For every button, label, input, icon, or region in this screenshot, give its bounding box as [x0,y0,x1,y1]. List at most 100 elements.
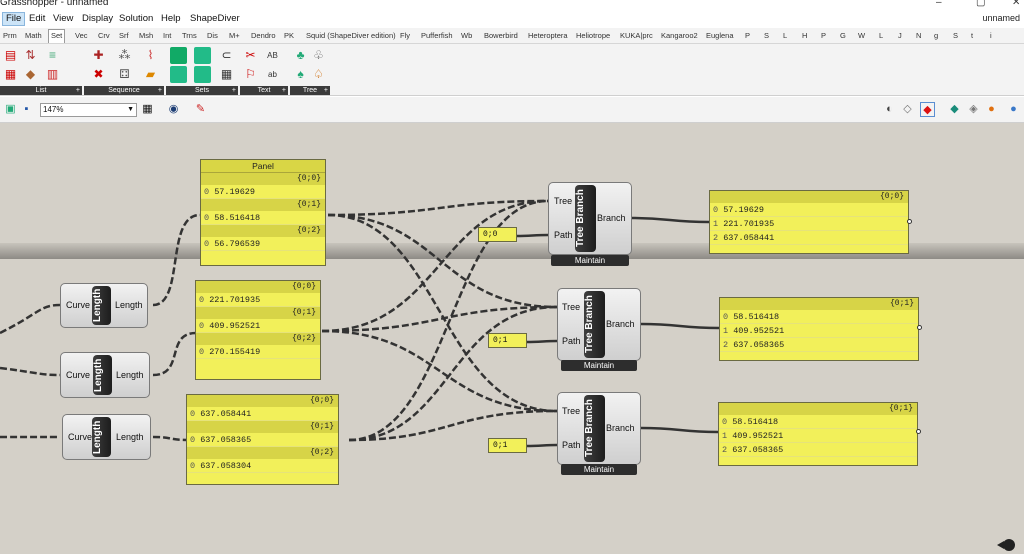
tree-input-label[interactable]: Tree [554,196,573,206]
tab-crv[interactable]: Crv [98,31,110,40]
tab-j[interactable]: J [898,31,902,40]
tree-input-label[interactable]: Tree [562,302,581,312]
zoom-extents-icon[interactable]: ▦ [142,103,153,115]
tab-srf[interactable]: Srf [119,31,129,40]
menu-solution[interactable]: Solution [119,13,154,24]
length-input-label[interactable]: Curve [66,370,91,380]
mesh-quality-icon[interactable]: ◈ [969,103,978,115]
tab-bowerbird[interactable]: Bowerbird [484,31,518,40]
shift-list-icon[interactable]: ◆ [25,67,36,81]
tab-h[interactable]: H [802,31,808,40]
length-component-1[interactable]: Curve Length Length [60,283,148,328]
sphere-icon[interactable]: ● [1010,103,1017,115]
tab-euglena[interactable]: Euglena [706,31,734,40]
menu-help[interactable]: Help [161,13,181,24]
tab-heteroptera[interactable]: Heteroptera [528,31,568,40]
tab-pufferfish[interactable]: Pufferfish [421,31,453,40]
tab-int[interactable]: Int [163,31,172,40]
tab-s2[interactable]: S [953,31,959,40]
tab-pk[interactable]: PK [284,31,295,40]
menu-view[interactable]: View [53,13,74,24]
tab-dendro[interactable]: Dendro [251,31,276,40]
tab-msh[interactable]: Msh [139,31,154,40]
branch-output-label[interactable]: Branch [606,319,635,329]
maintain-label[interactable]: Maintain [561,360,637,371]
length-input-label[interactable]: Curve [66,300,91,310]
tab-kuka[interactable]: KUKA|prc [620,31,653,40]
panel-output-3[interactable]: {0;1} 0 58.516418 1 409.952521 2 637.058… [718,402,918,466]
length-output-label[interactable]: Length [115,300,143,310]
wireframe-icon[interactable]: ◇ [903,103,912,115]
length-output-label[interactable]: Length [116,370,144,380]
output-port[interactable] [907,219,912,224]
tab-wb[interactable]: Wb [461,31,473,40]
maximize-icon[interactable]: ▢ [976,0,986,8]
length-input-label[interactable]: Curve [68,432,93,442]
text-case-icon[interactable]: AB [267,51,278,60]
tab-math[interactable]: Math [25,31,42,40]
tab-p2[interactable]: P [821,31,827,40]
tree-branch-icon[interactable]: ♤ [313,67,324,81]
maintain-label[interactable]: Maintain [561,464,637,475]
maintain-label[interactable]: Maintain [551,255,629,266]
list-length-icon[interactable]: ≡ [48,48,56,62]
path-input-2[interactable]: 0;1 [488,333,527,348]
panel-output-2[interactable]: {0;1} 0 58.516418 1 409.952521 2 637.058… [719,297,919,361]
tab-i[interactable]: i [990,31,992,40]
range-icon[interactable]: ⌇ [147,48,154,62]
menu-edit[interactable]: Edit [29,13,46,24]
series-icon[interactable]: ▰ [145,67,156,81]
set-difference-icon[interactable] [194,47,211,64]
set-intersection-icon[interactable] [170,66,187,83]
grasshopper-canvas[interactable]: Curve Length Length Curve Length Length … [0,123,1024,554]
menu-display[interactable]: Display [82,13,114,24]
tree-branch-component-1[interactable]: Tree Path Tree Branch Branch [548,182,632,255]
preview-eye-icon[interactable]: ◉ [168,103,179,115]
random-icon[interactable]: ⚃ [119,67,130,81]
path-input-label[interactable]: Path [562,440,581,450]
preview-mode-icon[interactable]: ◐ [886,103,893,115]
path-input-1[interactable]: 0;0 [478,227,517,242]
tab-kangaroo2[interactable]: Kangaroo2 [661,31,698,40]
split-list-icon[interactable]: ▥ [46,67,59,81]
navigation-compass-icon[interactable] [996,538,1018,552]
path-input-label[interactable]: Path [554,230,573,240]
sort-text-icon[interactable]: ab [268,70,277,79]
tab-p[interactable]: P [745,31,751,40]
tab-prm[interactable]: Prm [3,31,17,40]
sketch-pen-icon[interactable]: ✎ [195,103,206,115]
tree-branch-component-2[interactable]: Tree Path Tree Branch Branch [557,288,641,361]
shaded-preview-icon[interactable]: ◆ [920,102,935,117]
tab-g[interactable]: G [840,31,846,40]
tab-squid[interactable]: Squid (ShapeDiver edition) [306,31,396,40]
tree-branch-component-3[interactable]: Tree Path Tree Branch Branch [557,392,641,465]
tree-input-label[interactable]: Tree [562,406,581,416]
tab-trns[interactable]: Trns [182,31,197,40]
branch-output-label[interactable]: Branch [597,213,626,223]
set-majority-icon[interactable] [194,66,211,83]
menu-shapediver[interactable]: ShapeDiver [190,13,240,24]
text-split-icon[interactable]: ✂ [245,48,256,62]
output-port[interactable] [917,325,922,330]
path-input-label[interactable]: Path [562,336,581,346]
open-icon[interactable]: ▣ [5,103,16,115]
explode-tree-icon[interactable]: ♠ [297,67,304,81]
tab-dis[interactable]: Dis [207,31,218,40]
save-icon[interactable]: ▪ [24,103,29,115]
duplicate-data-icon[interactable]: ⁂ [118,48,131,62]
panel-lengths-3[interactable]: {0;0} 0 637.058441 {0;1} 0 637.058365 {0… [186,394,339,485]
panel-output-1[interactable]: {0;0} 0 57.19629 1 221.701935 2 637.0584… [709,190,909,254]
length-component-2[interactable]: Curve Length Length [60,352,150,398]
panel-lengths-2[interactable]: {0;0} 0 221.701935 {0;1} 0 409.952521 {0… [195,280,321,380]
tab-l[interactable]: L [783,31,788,40]
cull-pattern-icon[interactable]: ✖ [93,67,104,81]
tab-s[interactable]: S [764,31,770,40]
flatten-tree-icon[interactable]: ♧ [313,48,324,62]
cull-index-icon[interactable]: ✚ [93,48,104,62]
list-item-icon[interactable]: ▤ [4,48,17,62]
tab-heliotrope[interactable]: Heliotrope [576,31,611,40]
minimize-icon[interactable]: – [936,0,942,8]
tab-l2[interactable]: L [879,31,884,40]
set-union-icon[interactable] [170,47,187,64]
zoom-dropdown[interactable]: 147%▼ [40,103,137,117]
